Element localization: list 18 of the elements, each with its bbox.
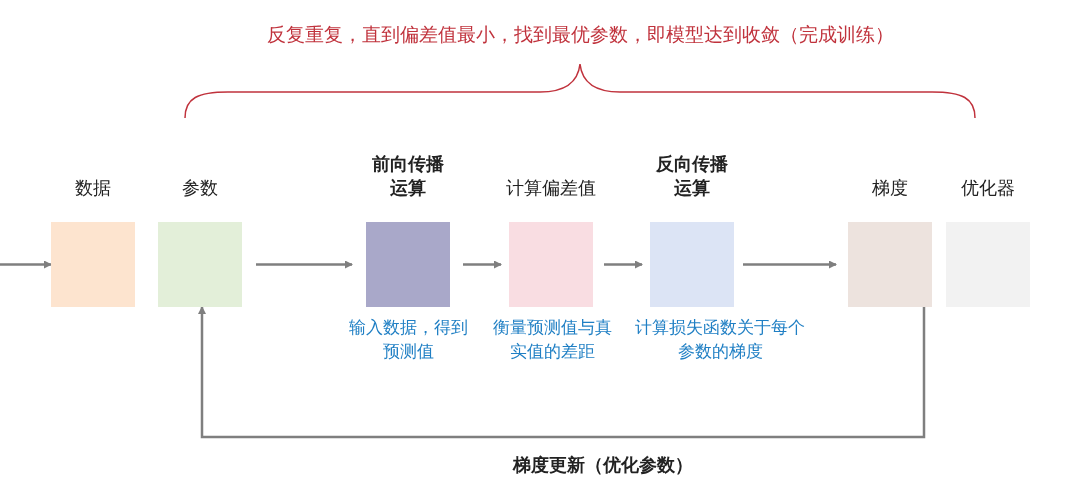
node-heading: 计算偏差值 bbox=[505, 177, 597, 200]
node-heading: 数据 bbox=[75, 177, 111, 200]
arrow bbox=[198, 306, 926, 439]
node-heading: 前向传播运算 bbox=[371, 153, 445, 200]
node-heading: 参数 bbox=[182, 177, 218, 200]
node-heading: 优化器 bbox=[961, 177, 1015, 200]
arrow bbox=[604, 260, 643, 269]
node-caption: 衡量预测值与真实值的差距 bbox=[491, 317, 613, 363]
node-caption: 输入数据，得到预测值 bbox=[348, 317, 468, 363]
node-heading: 反向传播运算 bbox=[655, 153, 729, 200]
arrow bbox=[0, 260, 52, 269]
arrow bbox=[463, 260, 502, 269]
arrow bbox=[743, 260, 837, 269]
arrow bbox=[256, 260, 353, 269]
annotation-text: 反复重复，直到偏差值最小，找到最优参数，即模型达到收敛（完成训练） bbox=[265, 23, 895, 47]
node-caption: 计算损失函数关于每个参数的梯度 bbox=[634, 317, 806, 363]
node-heading: 梯度 bbox=[872, 177, 908, 200]
edge-label: 梯度更新（优化参数） bbox=[513, 454, 693, 477]
